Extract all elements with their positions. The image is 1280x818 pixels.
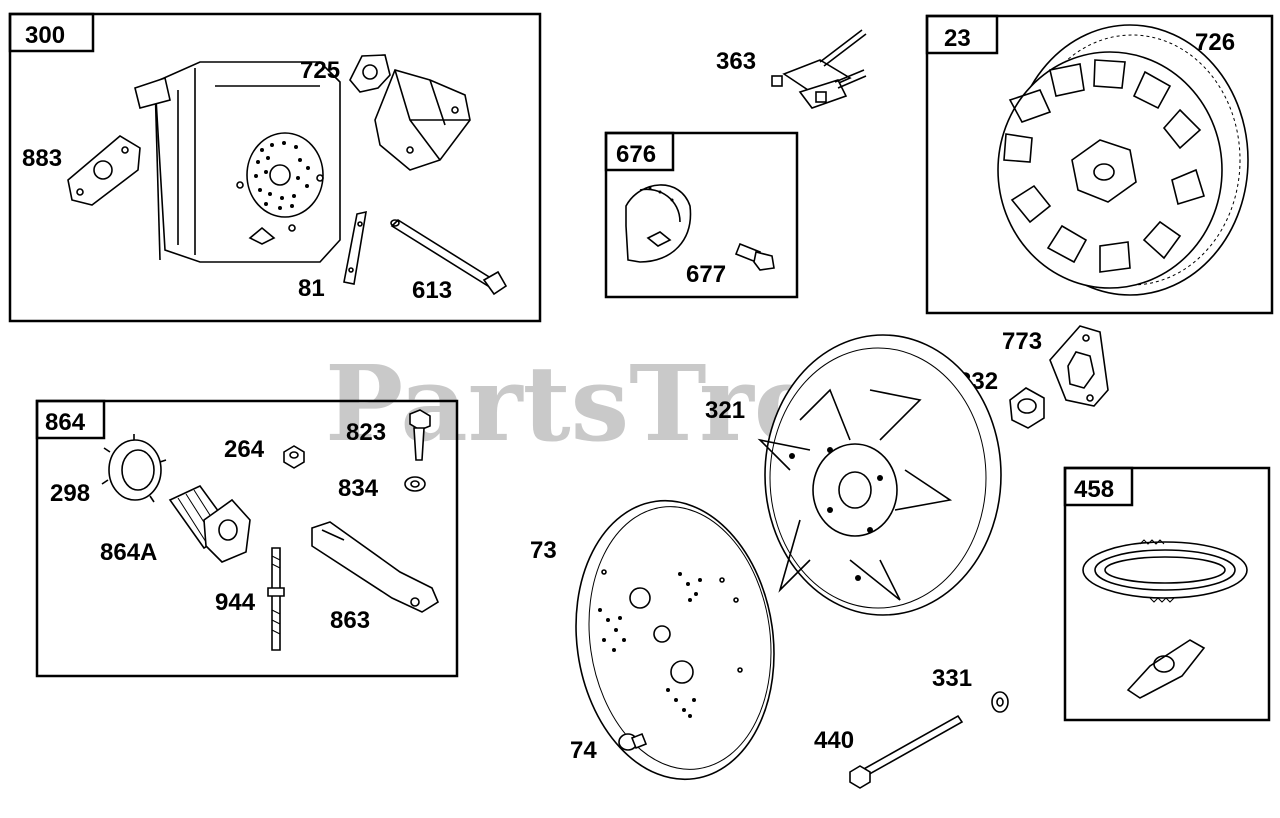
group-676-tag-box xyxy=(604,131,675,172)
part-331-label[interactable]: 331 xyxy=(932,665,972,692)
group-458[interactable]: 458 xyxy=(1063,466,1271,722)
bolt-613-icon[interactable] xyxy=(390,218,508,296)
part-823-label[interactable]: 823 xyxy=(346,419,386,446)
group-458-frame xyxy=(1063,466,1271,722)
part-883-label[interactable]: 883 xyxy=(22,145,62,172)
governor-link-458-icon[interactable] xyxy=(1126,639,1206,699)
nut-264-icon[interactable] xyxy=(283,445,305,469)
bracket-863-icon[interactable] xyxy=(311,521,440,613)
part-363-label[interactable]: 363 xyxy=(716,48,756,75)
stud-944-icon[interactable] xyxy=(267,547,285,651)
group-300-frame xyxy=(8,12,542,323)
part-74-label[interactable]: 74 xyxy=(570,737,597,764)
group-458-tag: 458 xyxy=(1074,476,1114,503)
elbow-864A-icon[interactable] xyxy=(168,484,251,563)
strap-81-icon[interactable] xyxy=(343,210,367,285)
group-864-tag: 864 xyxy=(45,409,86,436)
nut-332-icon[interactable] xyxy=(1009,387,1045,429)
nut-298-icon[interactable] xyxy=(101,434,167,503)
flywheel-726-icon[interactable] xyxy=(997,24,1249,296)
part-864A-label[interactable]: 864A xyxy=(100,539,157,566)
part-944-label[interactable]: 944 xyxy=(215,589,256,616)
part-677-label[interactable]: 677 xyxy=(686,261,726,288)
screw-677-icon[interactable] xyxy=(734,242,775,271)
washer-773-icon[interactable] xyxy=(1049,325,1109,407)
screw-74-icon[interactable] xyxy=(618,732,648,751)
group-458-tag-box xyxy=(1063,466,1134,507)
group-23-frame xyxy=(925,14,1274,315)
bolt-440-icon[interactable] xyxy=(849,714,964,789)
heat-shield-725-icon[interactable] xyxy=(349,54,471,171)
group-864[interactable]: 864 264 823 834 298 864A xyxy=(35,399,459,678)
group-300-tag-box xyxy=(8,12,95,53)
group-23-tag: 23 xyxy=(944,25,971,52)
part-613-label[interactable]: 613 xyxy=(412,277,452,304)
cover-676-icon[interactable] xyxy=(625,184,692,263)
group-23-flywheel[interactable]: 23 726 xyxy=(925,14,1274,315)
washer-331-icon[interactable] xyxy=(991,691,1009,713)
part-298-label[interactable]: 298 xyxy=(50,480,90,507)
part-726-label[interactable]: 726 xyxy=(1195,29,1235,56)
washer-834-icon[interactable] xyxy=(404,476,426,492)
group-864-frame xyxy=(35,399,459,678)
blower-321-icon[interactable] xyxy=(757,334,1002,616)
group-676-tag: 676 xyxy=(616,141,656,168)
part-73-label[interactable]: 73 xyxy=(530,537,557,564)
group-864-tag-box xyxy=(35,399,106,440)
part-264-label[interactable]: 264 xyxy=(224,436,265,463)
part-321-label[interactable]: 321 xyxy=(705,397,745,424)
gasket-883-icon[interactable] xyxy=(67,135,141,206)
part-725-label[interactable]: 725 xyxy=(300,57,340,84)
part-773-label[interactable]: 773 xyxy=(1002,328,1042,355)
spring-458-icon[interactable] xyxy=(1082,539,1248,603)
muffler-icon[interactable] xyxy=(134,61,341,263)
group-300-tag: 300 xyxy=(25,22,65,49)
stud-bracket-363-icon[interactable] xyxy=(771,29,867,109)
part-440-label[interactable]: 440 xyxy=(814,727,854,754)
part-81-label[interactable]: 81 xyxy=(298,275,325,302)
group-23-tag-box xyxy=(925,14,999,55)
group-300-muffler[interactable]: 300 883 xyxy=(8,12,542,323)
group-676[interactable]: 676 677 xyxy=(604,131,799,299)
part-834-label[interactable]: 834 xyxy=(338,475,379,502)
bolt-823-icon[interactable] xyxy=(409,409,431,461)
screen-73-icon[interactable] xyxy=(558,488,791,793)
group-676-frame xyxy=(604,131,799,299)
part-863-label[interactable]: 863 xyxy=(330,607,370,634)
